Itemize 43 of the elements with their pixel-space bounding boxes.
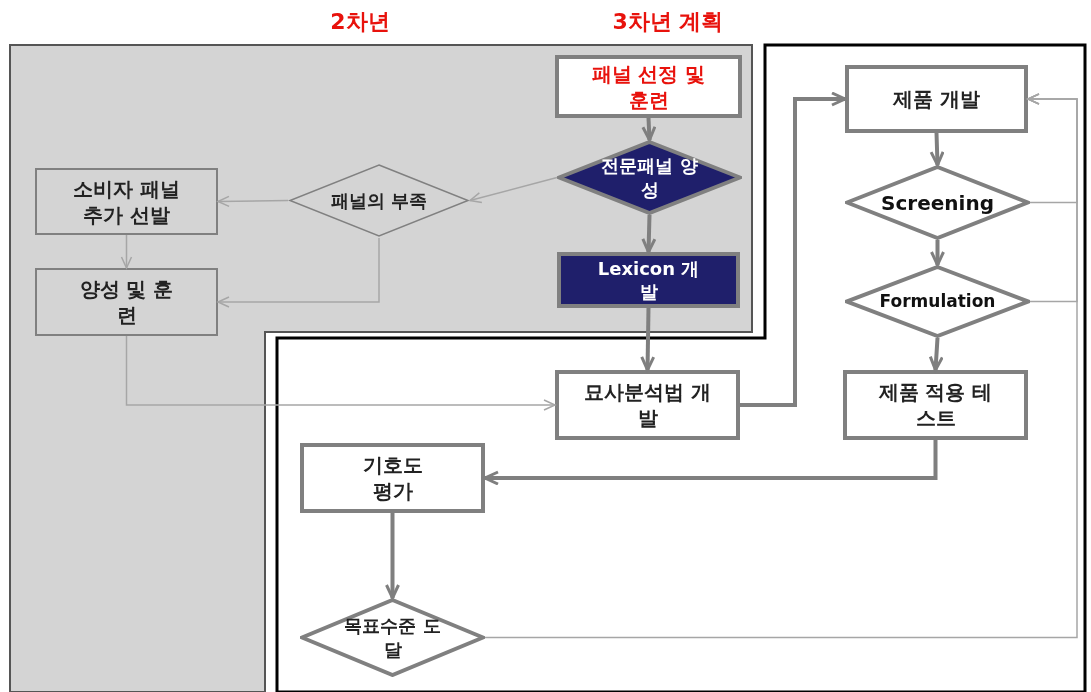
decision-diamond <box>845 265 1030 338</box>
arrow <box>217 237 380 308</box>
process-box <box>845 65 1028 133</box>
node-label: 패널 선정 및 훈련 <box>590 60 707 113</box>
node-label: Screening <box>881 189 994 216</box>
region-title: 3차년 계획 <box>612 8 724 36</box>
decision-diamond <box>288 163 470 238</box>
decision-diamond <box>845 165 1030 240</box>
arrow <box>120 234 133 269</box>
arrow <box>385 513 400 600</box>
process-box <box>300 443 485 513</box>
process-box <box>35 268 218 336</box>
node-label: 묘사분석법 개발 <box>583 379 712 431</box>
arrow <box>930 240 945 267</box>
node-label: 패널의 부족 <box>330 188 428 213</box>
process-box <box>35 168 218 235</box>
node-label: 양성 및 훈련 <box>78 276 175 328</box>
process-box <box>555 55 742 118</box>
arrow <box>929 132 945 167</box>
node-label: 소비자 패널 추가 선발 <box>72 175 181 228</box>
process-box <box>843 370 1028 440</box>
process-box <box>557 252 740 308</box>
node-label: 전문패널 양성 <box>600 154 699 201</box>
arrow <box>928 337 944 372</box>
node-label: 목표수준 도달 <box>343 614 442 661</box>
region-title: 2차년 <box>330 8 390 36</box>
arrow <box>483 440 938 486</box>
process-box <box>555 370 740 440</box>
arrow <box>740 91 847 407</box>
node-label: Lexicon 개발 <box>596 256 701 304</box>
node-label: Formulation <box>879 290 996 313</box>
node-label: 제품 개발 <box>893 86 980 112</box>
arrow <box>640 307 656 372</box>
node-label: 제품 적용 테스트 <box>877 379 994 431</box>
arrow <box>469 176 558 204</box>
decision-diamond <box>557 140 742 215</box>
arrow <box>641 214 657 254</box>
decision-diamond <box>300 598 485 677</box>
arrow <box>484 93 1078 639</box>
node-label: 기호도 평가 <box>361 452 424 504</box>
arrow <box>217 195 289 208</box>
arrow <box>641 117 657 142</box>
arrow <box>125 335 556 411</box>
